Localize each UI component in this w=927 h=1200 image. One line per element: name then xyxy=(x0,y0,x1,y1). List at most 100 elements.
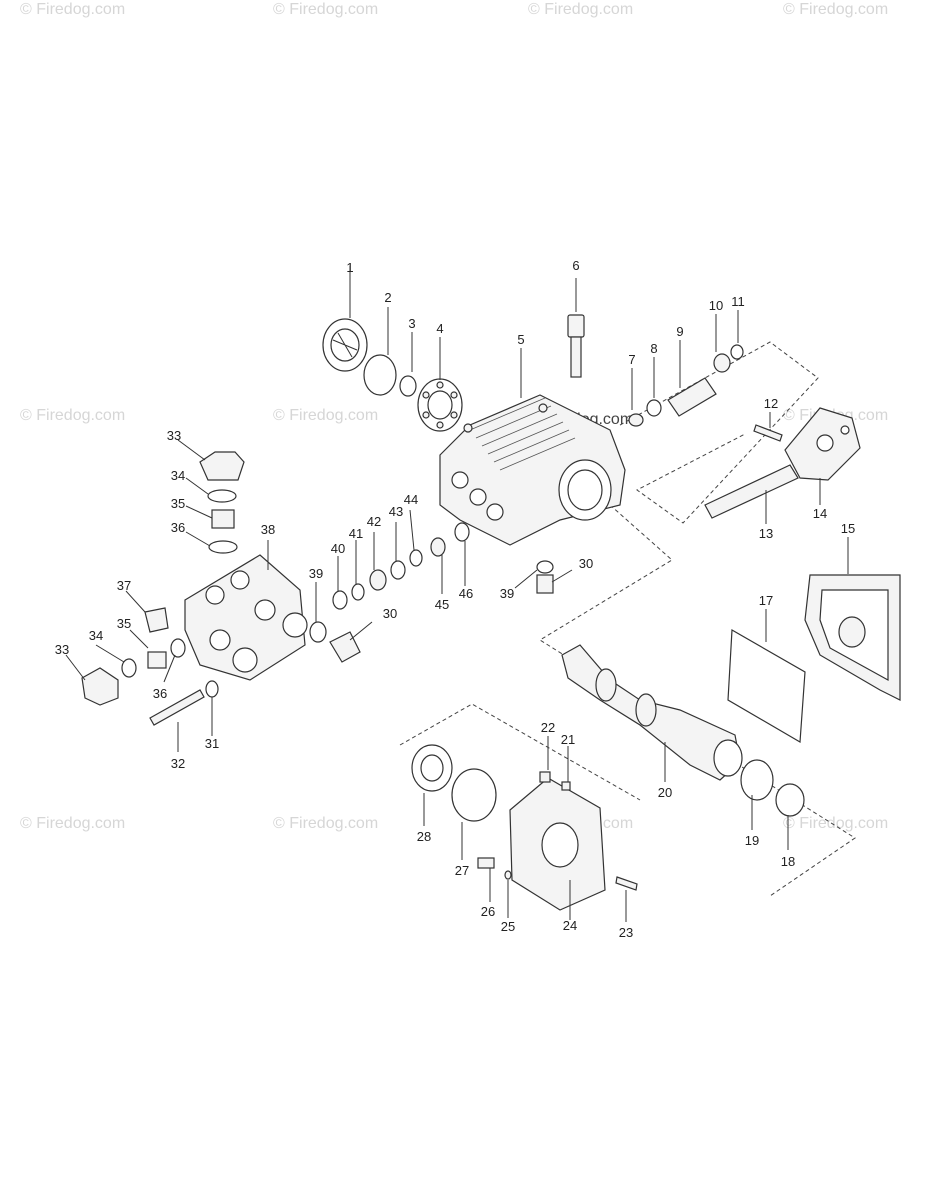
part-bearing xyxy=(417,378,463,432)
part-o-ring xyxy=(390,560,406,580)
part-valve-cap xyxy=(81,667,119,706)
watermark: © Firedog.com xyxy=(273,407,378,424)
part-o-ring xyxy=(332,590,348,610)
watermark: © Firedog.com xyxy=(20,815,125,832)
part-o-ring xyxy=(207,489,237,503)
part-cover-plate xyxy=(322,318,368,372)
callout-30: 30 xyxy=(383,606,397,621)
part-shim xyxy=(775,783,805,817)
watermark: © Firedog.com xyxy=(783,1,888,18)
callout-15: 15 xyxy=(841,521,855,536)
callout-44: 44 xyxy=(404,492,418,507)
callout-22: 22 xyxy=(541,720,555,735)
callout-40: 40 xyxy=(331,541,345,556)
callout-14: 14 xyxy=(813,506,827,521)
callout-26: 26 xyxy=(481,904,495,919)
callout-35: 35 xyxy=(117,616,131,631)
callout-11: 11 xyxy=(731,294,745,309)
part-valve-cap xyxy=(199,451,245,481)
part-valve-spring xyxy=(211,509,235,529)
callout-12: 12 xyxy=(764,396,778,411)
callout-34: 34 xyxy=(171,468,185,483)
part-crank-seal xyxy=(451,768,497,822)
callout-42: 42 xyxy=(367,514,381,529)
callout-33: 33 xyxy=(55,642,69,657)
callout-labels: 1 2 3 4 5 6 7 8 9 10 11 12 13 14 15 17 1… xyxy=(55,258,855,940)
watermark: © Firedog.com xyxy=(783,815,888,832)
part-crank-bearing xyxy=(740,759,774,801)
watermark: © Firedog.com xyxy=(528,1,633,18)
callout-9: 9 xyxy=(676,324,683,339)
callout-18: 18 xyxy=(781,854,795,869)
part-oil-dipstick xyxy=(567,314,585,378)
part-oil-seal xyxy=(454,522,470,542)
part-plug xyxy=(536,574,554,594)
part-connecting-rod xyxy=(704,464,799,519)
callout-45: 45 xyxy=(435,597,449,612)
callout-38: 38 xyxy=(261,522,275,537)
callout-13: 13 xyxy=(759,526,773,541)
callout-27: 27 xyxy=(455,863,469,878)
callout-41: 41 xyxy=(349,526,363,541)
callout-39: 39 xyxy=(500,586,514,601)
callout-5: 5 xyxy=(517,332,524,347)
part-side-bearing xyxy=(411,744,453,792)
part-bolt-washer xyxy=(205,680,219,698)
part-crankshaft xyxy=(561,644,743,781)
callout-24: 24 xyxy=(563,918,577,933)
callout-32: 32 xyxy=(171,756,185,771)
part-manifold-bolt xyxy=(149,689,205,726)
part-plug xyxy=(144,607,169,633)
callout-36: 36 xyxy=(171,520,185,535)
part-o-ring xyxy=(730,344,744,360)
part-oil-seal xyxy=(628,413,644,427)
part-rear-cover xyxy=(804,574,901,701)
callout-25: 25 xyxy=(501,919,515,934)
callout-17: 17 xyxy=(759,593,773,608)
part-bearing-cover xyxy=(509,777,606,911)
part-screw xyxy=(539,771,551,783)
part-o-ring xyxy=(121,658,137,678)
part-rod-cap xyxy=(784,407,861,481)
part-washer-small xyxy=(561,781,571,791)
part-pump-manifold xyxy=(184,554,308,681)
callout-34: 34 xyxy=(89,628,103,643)
part-o-ring xyxy=(646,399,662,417)
callout-46: 46 xyxy=(459,586,473,601)
watermark: © Firedog.com xyxy=(273,815,378,832)
part-seal xyxy=(369,569,387,591)
part-plunger xyxy=(667,377,717,417)
part-gasket xyxy=(363,354,397,396)
part-crankcase xyxy=(439,394,626,546)
callout-39: 39 xyxy=(309,566,323,581)
part-o-ring xyxy=(309,621,327,643)
callout-19: 19 xyxy=(745,833,759,848)
part-dowel xyxy=(504,870,512,880)
callout-10: 10 xyxy=(709,298,723,313)
callout-6: 6 xyxy=(572,258,579,273)
part-wrist-pin xyxy=(753,424,783,442)
part-cover-gasket xyxy=(727,628,806,744)
callout-8: 8 xyxy=(650,341,657,356)
callout-1: 1 xyxy=(346,260,353,275)
callout-31: 31 xyxy=(205,736,219,751)
callout-4: 4 xyxy=(436,321,443,336)
callout-33: 33 xyxy=(167,428,181,443)
part-washer xyxy=(351,583,365,601)
part-o-ring xyxy=(208,540,238,554)
part-o-ring xyxy=(409,549,423,567)
watermark: © Firedog.com xyxy=(273,1,378,18)
assembly-guide-line xyxy=(399,703,641,801)
callout-7: 7 xyxy=(628,352,635,367)
callout-37: 37 xyxy=(117,578,131,593)
callout-21: 21 xyxy=(561,732,575,747)
assembly-guide-line xyxy=(619,341,819,524)
part-snap-ring xyxy=(399,375,417,397)
part-shaft-key xyxy=(615,876,638,891)
part-washer xyxy=(713,353,731,373)
callout-2: 2 xyxy=(384,290,391,305)
callout-30: 30 xyxy=(579,556,593,571)
part-o-ring xyxy=(536,560,554,574)
callout-23: 23 xyxy=(619,925,633,940)
callout-36: 36 xyxy=(153,686,167,701)
